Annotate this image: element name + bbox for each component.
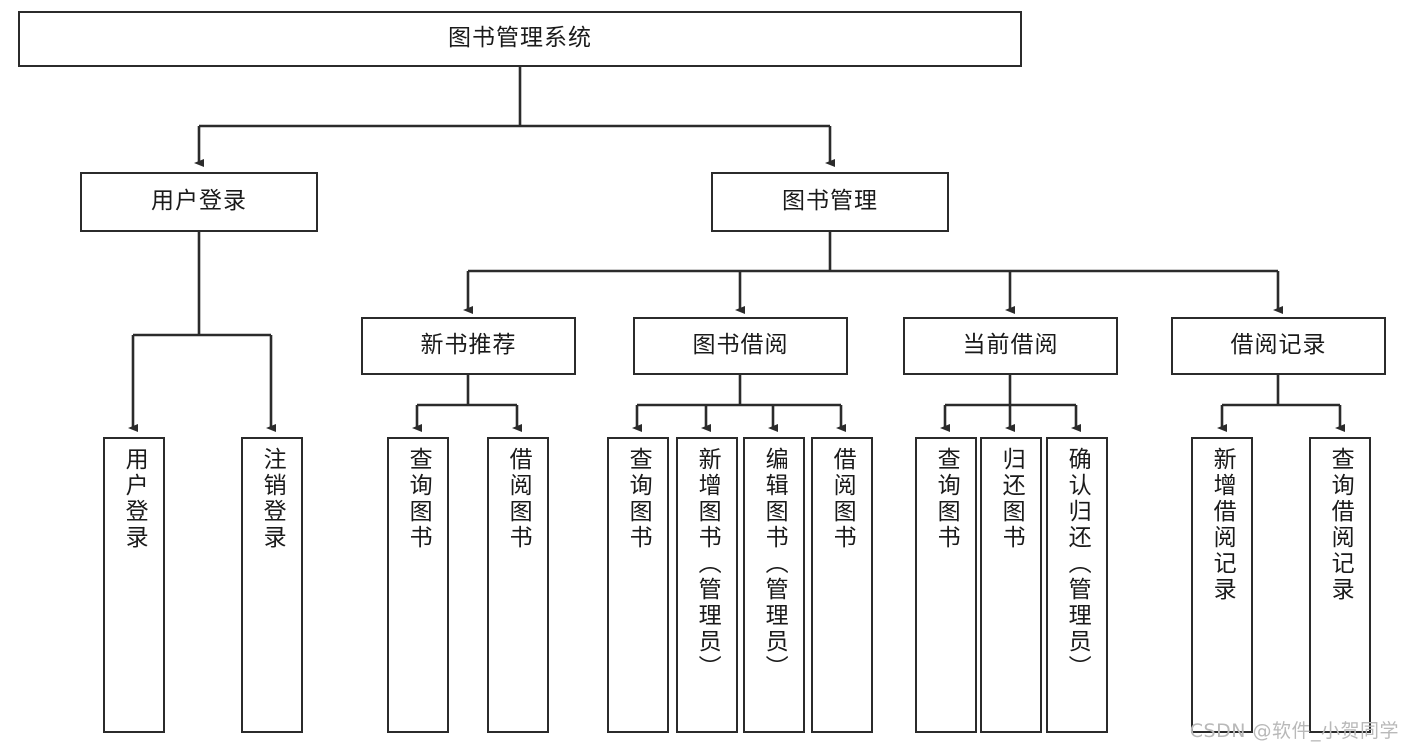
leaf-records-add-record[interactable]: 新增借阅记录 (1191, 437, 1253, 733)
node-root-system[interactable]: 图书管理系统 (18, 11, 1022, 67)
leaf-borrow-borrow-book-label: 借阅图书 (829, 447, 856, 551)
node-user-login-label: 用户登录 (151, 188, 247, 215)
node-book-management-label: 图书管理 (782, 188, 878, 215)
leaf-borrow-add-book[interactable]: 新增图书（管理员） (676, 437, 738, 733)
leaf-borrow-query-book-label: 查询图书 (625, 447, 652, 551)
node-user-login[interactable]: 用户登录 (80, 172, 318, 232)
leaf-current-return-book-label: 归还图书 (998, 447, 1025, 551)
leaf-current-confirm-return[interactable]: 确认归还（管理员） (1046, 437, 1108, 733)
node-current-borrow-label: 当前借阅 (962, 332, 1059, 359)
leaf-current-return-book[interactable]: 归还图书 (980, 437, 1042, 733)
leaf-borrow-edit-book[interactable]: 编辑图书（管理员） (743, 437, 805, 733)
node-book-borrow[interactable]: 图书借阅 (633, 317, 848, 375)
leaf-records-add-record-label: 新增借阅记录 (1209, 447, 1236, 603)
leaf-borrow-borrow-book[interactable]: 借阅图书 (811, 437, 873, 733)
node-book-management[interactable]: 图书管理 (711, 172, 949, 232)
leaf-new-book-borrow[interactable]: 借阅图书 (487, 437, 549, 733)
leaf-current-query-book[interactable]: 查询图书 (915, 437, 977, 733)
leaf-user-login-signin[interactable]: 用户登录 (103, 437, 165, 733)
leaf-records-query-record[interactable]: 查询借阅记录 (1309, 437, 1371, 733)
node-book-borrow-label: 图书借阅 (692, 332, 789, 359)
leaf-borrow-edit-book-label: 编辑图书（管理员） (761, 447, 788, 681)
leaf-current-query-book-label: 查询图书 (933, 447, 960, 551)
leaf-user-login-signin-label: 用户登录 (121, 447, 148, 551)
leaf-borrow-query-book[interactable]: 查询图书 (607, 437, 669, 733)
leaf-records-query-record-label: 查询借阅记录 (1327, 447, 1354, 603)
leaf-new-book-borrow-label: 借阅图书 (505, 447, 532, 551)
node-root-system-label: 图书管理系统 (448, 25, 592, 52)
leaf-borrow-add-book-label: 新增图书（管理员） (694, 447, 721, 681)
node-borrow-records-label: 借阅记录 (1230, 332, 1327, 359)
leaf-new-book-query[interactable]: 查询图书 (387, 437, 449, 733)
leaf-current-confirm-return-label: 确认归还（管理员） (1064, 447, 1091, 681)
node-current-borrow[interactable]: 当前借阅 (903, 317, 1118, 375)
leaf-new-book-query-label: 查询图书 (405, 447, 432, 551)
node-new-book-recommend[interactable]: 新书推荐 (361, 317, 576, 375)
node-new-book-recommend-label: 新书推荐 (420, 332, 517, 359)
watermark-credit: CSDN @软件_小贺同学 (1189, 720, 1399, 742)
node-borrow-records[interactable]: 借阅记录 (1171, 317, 1386, 375)
leaf-user-login-signout-label: 注销登录 (259, 447, 286, 551)
leaf-user-login-signout[interactable]: 注销登录 (241, 437, 303, 733)
